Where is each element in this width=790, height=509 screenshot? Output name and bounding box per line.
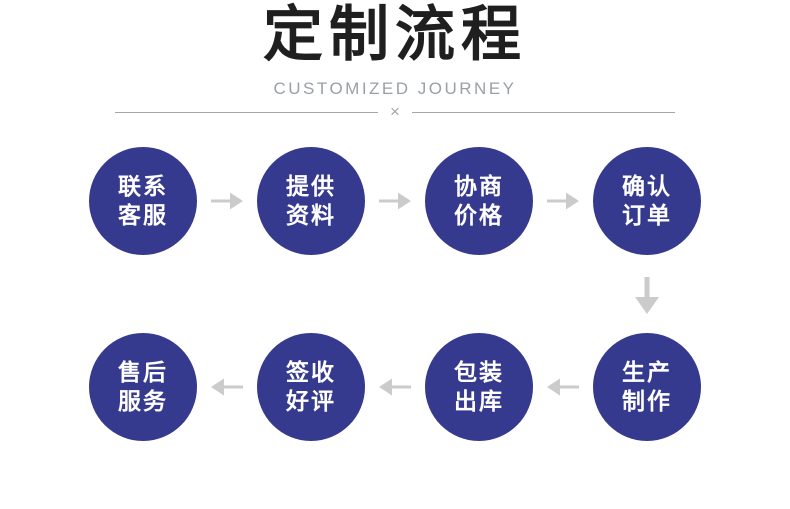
step-label-line: 资料 — [286, 202, 336, 228]
arrow-down-icon — [635, 277, 659, 314]
x-divider-icon: × — [390, 102, 400, 121]
step-sign-good-review: 签收 好评 — [257, 333, 365, 441]
step-label-line: 生产 — [622, 359, 672, 385]
step-label-line: 签收 — [286, 359, 336, 385]
connector-gap — [533, 191, 593, 211]
down-connector-row — [89, 255, 701, 333]
connector-gap — [197, 377, 257, 397]
step-contact-service: 联系 客服 — [89, 147, 197, 255]
page-subtitle: CUSTOMIZED JOURNEY — [273, 79, 517, 98]
step-provide-materials: 提供 资料 — [257, 147, 365, 255]
arrow-right-icon — [379, 192, 411, 210]
connector-gap — [365, 191, 425, 211]
step-label-line: 出库 — [454, 388, 504, 414]
title-divider: × — [115, 102, 675, 121]
step-label-line: 订单 — [622, 202, 672, 228]
step-label-line: 好评 — [286, 388, 336, 414]
step-label-line: 包装 — [454, 359, 504, 385]
step-label-line: 售后 — [118, 359, 168, 385]
arrow-left-icon — [379, 378, 411, 396]
step-label-line: 服务 — [118, 388, 168, 414]
arrow-left-icon — [211, 378, 243, 396]
arrow-right-icon — [547, 192, 579, 210]
step-label-line: 联系 — [118, 173, 168, 199]
step-label-line: 确认 — [622, 173, 672, 199]
step-label-line: 客服 — [118, 202, 168, 228]
step-production-making: 生产 制作 — [593, 333, 701, 441]
arrow-right-icon — [211, 192, 243, 210]
arrow-left-icon — [547, 378, 579, 396]
step-label-line: 制作 — [622, 388, 672, 414]
step-label-line: 提供 — [286, 173, 336, 199]
step-negotiate-price: 协商 价格 — [425, 147, 533, 255]
connector-gap — [197, 191, 257, 211]
step-after-sales-service: 售后 服务 — [89, 333, 197, 441]
divider-line-left — [115, 111, 379, 113]
step-confirm-order: 确认 订单 — [593, 147, 701, 255]
flow-row-1: 联系 客服 提供 资料 协商 价格 确认 订单 — [89, 147, 701, 255]
step-label-line: 价格 — [454, 202, 504, 228]
connector-gap — [533, 377, 593, 397]
divider-line-right — [411, 111, 675, 113]
page-title: 定制流程 — [263, 1, 527, 68]
connector-gap — [365, 377, 425, 397]
step-label-line: 协商 — [454, 173, 504, 199]
flow-row-2: 售后 服务 签收 好评 包装 出库 生产 制作 — [89, 333, 701, 441]
step-packing-outbound: 包装 出库 — [425, 333, 533, 441]
